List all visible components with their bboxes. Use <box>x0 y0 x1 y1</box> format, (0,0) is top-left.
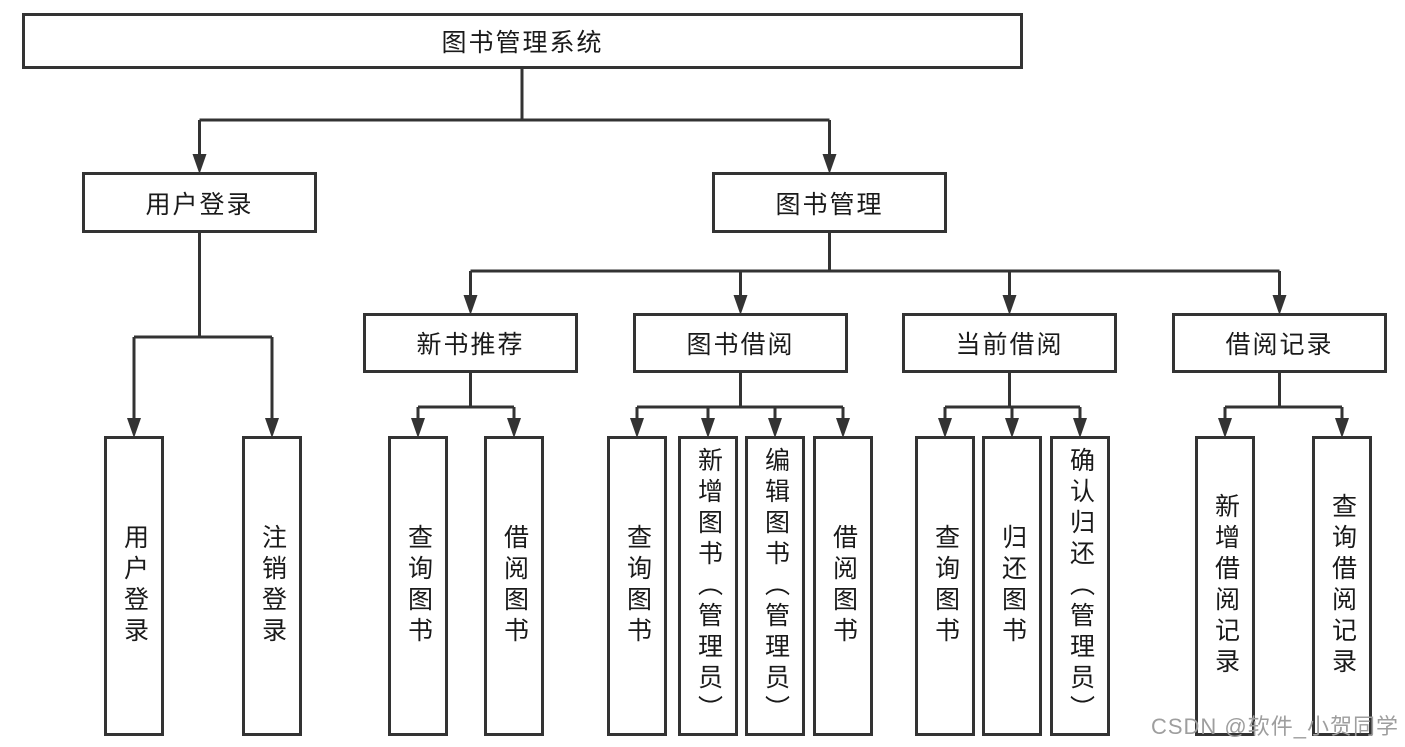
node-user-login: 用户登录 <box>82 172 317 233</box>
leaf-query-books-recommend: 查询图书 <box>388 436 448 736</box>
node-borrow-records: 借阅记录 <box>1172 313 1387 373</box>
connector-book-borrow-children <box>630 371 850 438</box>
leaf-logout: 注销登录 <box>242 436 302 736</box>
leaf-return-books: 归还图书 <box>982 436 1042 736</box>
leaf-query-books-borrow: 查询图书 <box>607 436 667 736</box>
node-new-book-recommend: 新书推荐 <box>363 313 578 373</box>
node-book-management: 图书管理 <box>712 172 947 233</box>
leaf-query-books-borrow-label: 查询图书 <box>623 524 652 648</box>
leaf-add-books-admin: 新增图书（管理员） <box>678 436 738 736</box>
leaf-edit-books-admin-label: 编辑图书（管理员） <box>761 446 790 726</box>
node-user-login-label: 用户登录 <box>145 190 254 219</box>
node-current-borrow: 当前借阅 <box>902 313 1117 373</box>
leaf-add-borrow-record: 新增借阅记录 <box>1195 436 1255 736</box>
leaf-add-books-admin-label: 新增图书（管理员） <box>694 446 723 726</box>
leaf-confirm-return-admin-label: 确认归还（管理员） <box>1066 446 1095 726</box>
leaf-borrow-books-label: 借阅图书 <box>829 524 858 648</box>
leaf-borrow-books: 借阅图书 <box>813 436 873 736</box>
leaf-return-books-label: 归还图书 <box>998 524 1027 648</box>
leaf-query-books-current-label: 查询图书 <box>931 524 960 648</box>
leaf-add-borrow-record-label: 新增借阅记录 <box>1211 493 1240 679</box>
node-book-management-label: 图书管理 <box>775 190 884 219</box>
node-borrow-records-label: 借阅记录 <box>1225 331 1334 359</box>
connector-root-to-level2 <box>192 67 837 174</box>
leaf-query-borrow-record: 查询借阅记录 <box>1312 436 1372 736</box>
node-book-borrow: 图书借阅 <box>633 313 848 373</box>
leaf-query-books-current: 查询图书 <box>915 436 975 736</box>
leaf-query-books-recommend-label: 查询图书 <box>404 524 433 648</box>
csdn-watermark: CSDN @软件_小贺同学 <box>1150 714 1399 739</box>
connector-new-book-children <box>411 371 521 438</box>
connector-user-login-children <box>127 231 279 438</box>
connector-borrow-record-children <box>1218 371 1349 438</box>
leaf-edit-books-admin: 编辑图书（管理员） <box>745 436 805 736</box>
node-current-borrow-label: 当前借阅 <box>955 331 1064 359</box>
leaf-borrow-books-recommend: 借阅图书 <box>484 436 544 736</box>
node-new-book-recommend-label: 新书推荐 <box>416 331 525 359</box>
connector-current-borrow-children <box>938 371 1087 438</box>
leaf-borrow-books-recommend-label: 借阅图书 <box>500 524 529 648</box>
leaf-confirm-return-admin: 确认归还（管理员） <box>1050 436 1110 736</box>
node-book-borrow-label: 图书借阅 <box>686 331 795 359</box>
connector-book-mgmt-children <box>463 231 1287 315</box>
node-library-system-label: 图书管理系统 <box>441 29 604 57</box>
leaf-user-login-label: 用户登录 <box>120 524 149 648</box>
node-library-system: 图书管理系统 <box>22 13 1023 69</box>
leaf-user-login: 用户登录 <box>104 436 164 736</box>
leaf-query-borrow-record-label: 查询借阅记录 <box>1328 493 1357 679</box>
leaf-logout-label: 注销登录 <box>258 524 287 648</box>
